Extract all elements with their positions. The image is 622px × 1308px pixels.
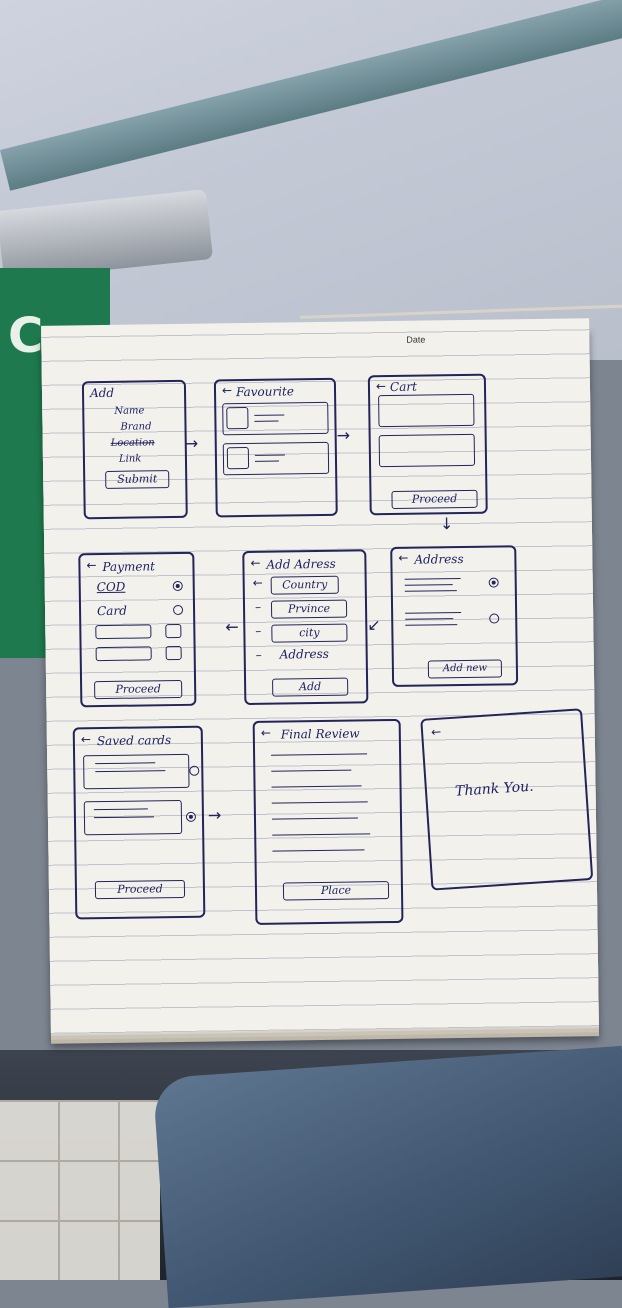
address-radio-1[interactable] xyxy=(488,577,499,588)
saved-cards-title: Saved cards xyxy=(96,733,172,749)
add-field-link: Link xyxy=(118,453,142,465)
flow-arrow-icon: → xyxy=(207,805,222,825)
back-arrow-icon: ← xyxy=(430,724,442,740)
submit-button[interactable]: Submit xyxy=(105,470,170,489)
place-order-button[interactable]: Place xyxy=(282,881,390,901)
add-new-address-button[interactable]: Add new xyxy=(427,659,503,679)
add-field-name: Name xyxy=(114,405,145,417)
country-input[interactable]: Country xyxy=(270,575,339,595)
screen-final-review: ← Final Review Place xyxy=(252,718,404,925)
add-title: Add xyxy=(89,385,115,401)
screen-address: ← Address Add new xyxy=(390,545,519,687)
saved-cards-proceed-button[interactable]: Proceed xyxy=(94,879,186,900)
flow-arrow-icon: → xyxy=(336,425,351,445)
screen-saved-cards: ← Saved cards Proceed xyxy=(72,725,206,920)
floor-tiles xyxy=(0,1100,160,1280)
date-label: Date xyxy=(406,334,426,345)
payment-title: Payment xyxy=(102,559,156,575)
payment-cod-radio[interactable] xyxy=(172,580,183,592)
card-expiry-input[interactable] xyxy=(165,623,182,639)
address-title: Address xyxy=(414,551,464,567)
flow-arrow-icon: → xyxy=(184,433,199,453)
flow-arrow-icon: ↓ xyxy=(439,514,454,534)
screen-thank-you: ← Thank You. xyxy=(420,708,594,891)
screen-cart: ← Cart Proceed xyxy=(367,373,488,516)
back-arrow-icon: ← xyxy=(260,725,271,740)
final-review-title: Final Review xyxy=(280,726,360,742)
favourite-title: Favourite xyxy=(235,384,295,400)
saved-card-radio-1[interactable] xyxy=(189,765,200,776)
back-arrow-icon: ← xyxy=(86,558,97,573)
payment-card-label: Card xyxy=(96,603,127,619)
payment-proceed-button[interactable]: Proceed xyxy=(94,679,183,700)
add-address-title: Add Adress xyxy=(266,556,336,572)
screen-add-address: ← Add Adress ← Country – Prvince – city … xyxy=(242,549,369,706)
add-field-brand: Brand xyxy=(120,421,152,433)
screen-payment: ← Payment COD Card Proceed xyxy=(78,551,197,708)
card-cvv-input[interactable] xyxy=(165,645,182,661)
back-arrow-icon: ← xyxy=(80,732,92,747)
cart-proceed-button[interactable]: Proceed xyxy=(391,489,478,509)
favourite-image-1 xyxy=(226,406,249,430)
screen-favourite: ← Favourite xyxy=(213,377,338,518)
thank-you-message: Thank You. xyxy=(454,778,535,800)
province-input[interactable]: Prvince xyxy=(270,599,348,619)
saved-card-radio-2[interactable] xyxy=(185,811,197,822)
flow-arrow-icon: ← xyxy=(225,617,239,637)
jeans xyxy=(152,1045,622,1308)
back-arrow-icon: ← xyxy=(250,555,261,570)
address-label: Address xyxy=(279,646,329,662)
cart-item-2[interactable] xyxy=(378,433,476,468)
screen-add: Add Name Brand Location Link Submit xyxy=(81,379,188,520)
cart-title: Cart xyxy=(389,379,417,394)
favourite-image-2 xyxy=(226,446,250,470)
flow-arrow-icon: ↙ xyxy=(367,615,381,635)
cart-item-1[interactable] xyxy=(378,393,475,428)
card-number-input[interactable] xyxy=(95,624,152,640)
back-arrow-icon: ← xyxy=(375,379,387,394)
payment-card-radio[interactable] xyxy=(172,604,184,616)
payment-cod-label: COD xyxy=(96,579,126,595)
card-holder-input[interactable] xyxy=(95,646,152,662)
back-arrow-icon: ← xyxy=(398,550,409,565)
back-arrow-icon: ← xyxy=(221,383,233,398)
add-field-location: Location xyxy=(110,437,155,449)
notebook-page: Date Add Name Brand Location Link Submit… xyxy=(41,318,599,1034)
add-address-button[interactable]: Add xyxy=(272,677,349,697)
city-input[interactable]: city xyxy=(271,623,348,643)
address-radio-2[interactable] xyxy=(489,613,500,624)
